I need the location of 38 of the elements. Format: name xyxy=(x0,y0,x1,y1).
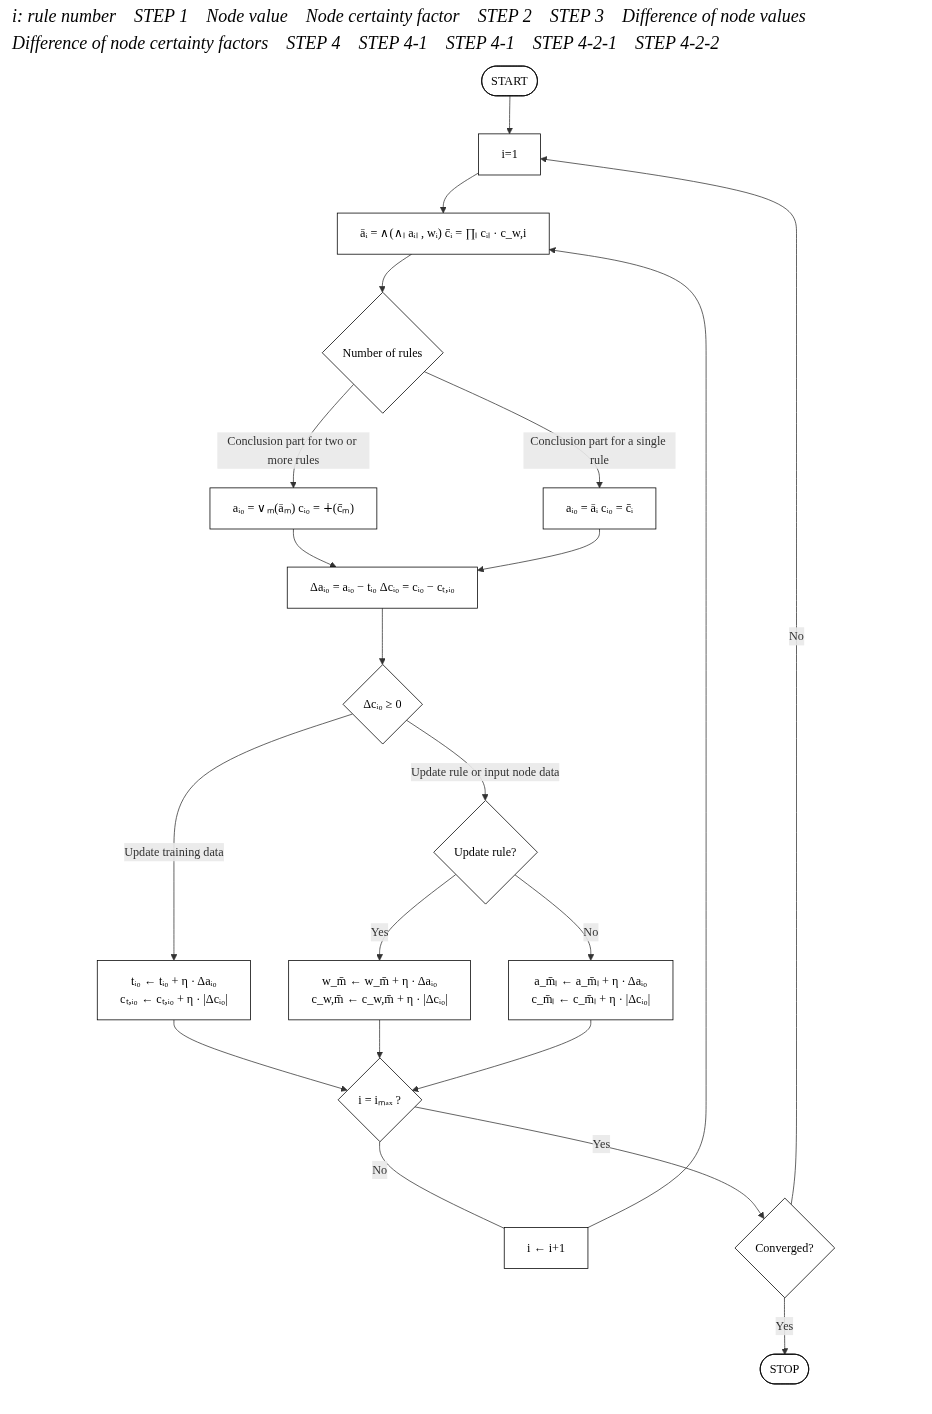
note-label: STEP 1 xyxy=(134,6,189,27)
edge-label: Conclusion part for two or more rules xyxy=(227,434,357,466)
note-label: STEP 2 xyxy=(477,6,532,27)
edge-label: No xyxy=(372,1163,388,1176)
note-label: STEP 4-2-1 xyxy=(532,33,617,54)
node-box: aᵢ₀ = āᵢ cᵢ₀ = c̄ᵢ xyxy=(542,487,657,530)
node-diamond: Update rule? xyxy=(433,800,538,905)
note-label: Node value xyxy=(206,6,288,27)
node-diamond: Δcᵢ₀ ≥ 0 xyxy=(342,664,423,745)
edge-label: Yes xyxy=(370,925,389,939)
node-diamond: Number of rules xyxy=(321,291,444,414)
note-label: STEP 4-1 xyxy=(445,33,515,54)
note-label: STEP 4 xyxy=(286,33,341,54)
edge-label: No xyxy=(789,629,804,643)
node-diamond: i = iₘₐₓ ? xyxy=(337,1057,423,1143)
edge-label: No xyxy=(583,925,599,939)
note-label: Node certainty factor xyxy=(305,6,460,27)
node-box: Δaᵢ₀ = aᵢ₀ − tᵢ₀ Δcᵢ₀ = cᵢ₀ − cₜ,ᵢ₀ xyxy=(286,566,478,609)
node-box: i=1 xyxy=(478,133,541,176)
note-label: STEP 3 xyxy=(549,6,604,27)
edge-label: Update rule or input node data xyxy=(410,765,560,779)
node-box: w_m̄ ← w_m̄ + η · Δaᵢ₀ c_w,m̄ ← c_w,m̄ + η · |Δcᵢ₀| xyxy=(288,960,471,1021)
node-box: a_m̄ₗ ← a_m̄ₗ + η · Δaᵢ₀ c_m̄ₗ ← c_m̄ₗ + η · |Δcᵢ₀| xyxy=(508,960,674,1021)
node-box: tᵢ₀ ← tᵢ₀ + η · Δaᵢ₀ cₜ,ᵢ₀ ← cₜ,ᵢ₀ + η · |Δcᵢ₀| xyxy=(96,960,251,1021)
node-box: aᵢ₀ = ∨ₘ(āₘ) cᵢ₀ = ∔(c̄ₘ) xyxy=(209,487,378,530)
note-label: STEP 4-1 xyxy=(358,33,428,54)
node-diamond: Converged? xyxy=(734,1197,836,1299)
edge-label: Conclusion part for a single rule xyxy=(530,434,666,466)
edge-label: Update training data xyxy=(124,845,224,859)
note-label: Difference of node values xyxy=(622,6,806,27)
note-label: Difference of node certainty factors xyxy=(12,33,269,54)
node-box: i ← i+1 xyxy=(503,1227,589,1269)
node-box: āᵢ = ∧(∧ₗ aᵢₗ , wᵢ) c̄ᵢ = ∏ₗ cᵢₗ · c_w,i xyxy=(336,212,550,255)
connector xyxy=(379,1141,505,1229)
note-label: STEP 4-2-2 xyxy=(634,33,720,54)
edge-label: Yes xyxy=(592,1137,611,1151)
note-label: i: rule number xyxy=(12,6,116,27)
edge-label: Yes xyxy=(775,1319,794,1333)
